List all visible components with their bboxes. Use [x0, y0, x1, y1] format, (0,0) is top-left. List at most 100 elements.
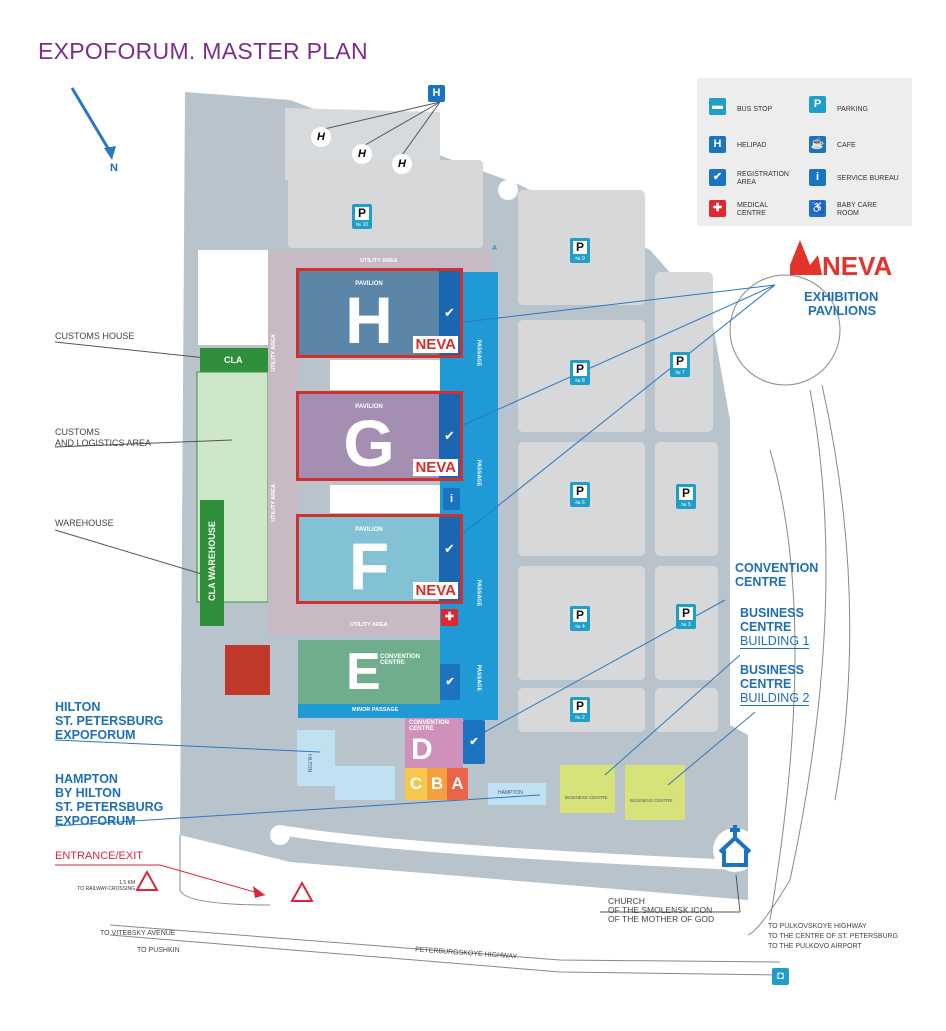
pavilion-letter: H	[345, 283, 393, 357]
neva-badge: NEVA	[413, 336, 458, 353]
check-icon: ✔	[444, 541, 455, 556]
business-centre-1-label: BUSINESS CENTRE	[565, 795, 608, 800]
north-arrow-icon	[70, 87, 114, 156]
passage-marker: A	[492, 460, 498, 467]
passage-label-3: PASSAGE	[475, 579, 482, 607]
registration-icon: ✔	[709, 169, 726, 186]
registration-area: ✔	[439, 394, 460, 478]
service-bureau-icon: i	[809, 169, 826, 186]
passage-label-1: PASSAGE	[475, 339, 482, 367]
bus-stop-icon: ▬	[709, 98, 726, 115]
helipad-pad-1: H	[311, 127, 331, 147]
helipad-pad-2: H	[352, 144, 372, 164]
business-centre-1	[560, 765, 615, 813]
business-centre-2	[625, 765, 685, 820]
neva-logo: NEVA	[822, 251, 893, 281]
registration-area: ✔	[439, 271, 460, 355]
parking-icon: P	[809, 96, 826, 113]
cafe-icon: ☕	[809, 136, 826, 153]
hilton-label: HILTON	[305, 754, 312, 772]
registration-check-icon: ✔	[440, 664, 460, 700]
left-plot	[198, 250, 268, 345]
hall-c[interactable]: C	[405, 768, 427, 800]
neva-badge: NEVA	[413, 582, 458, 599]
medical-icon: ✚	[709, 200, 726, 217]
hilton-building	[297, 730, 335, 786]
medical-centre-icon: ✚	[441, 609, 458, 626]
exhibition-label: EXHIBITION	[804, 289, 879, 304]
customs-house-label: CUSTOMS HOUSE	[55, 331, 135, 341]
road-vitebsky-label: TO VITEBSKY AVENUE	[100, 930, 176, 937]
pavilion-h[interactable]: ✔ PAVILION H NEVA	[296, 268, 463, 358]
entrance-exit-label: ENTRANCE/EXIT	[55, 850, 144, 862]
hampton-label: HAMPTON	[498, 790, 523, 796]
passage-label-4: PASSAGE	[475, 664, 482, 692]
red-building	[225, 645, 270, 695]
neva-badge: NEVA	[413, 459, 458, 476]
helipad-icon: H	[428, 85, 445, 102]
tunnel-icon: ◘	[772, 968, 789, 985]
pavilions-label: PAVILIONS	[808, 303, 877, 318]
roundabout	[729, 274, 841, 386]
cla-warehouse-label: CLA WAREHOUSE	[207, 521, 217, 601]
church-icon	[718, 825, 752, 867]
business-centre-2-label: BUSINESS CENTRE	[630, 798, 673, 803]
hall-b[interactable]: B	[427, 768, 447, 800]
helipad-icon: H	[709, 136, 726, 153]
passage-marker: A	[492, 580, 498, 587]
hall-a[interactable]: A	[447, 768, 468, 800]
helipad-pad-3: H	[392, 154, 412, 174]
convention-centre-d[interactable]: CONVENTION CENTRE D	[405, 718, 463, 768]
legend: ▬ BUS STOP P PARKING H HELIPAD ☕ CAFE ✔ …	[697, 78, 912, 226]
service-bureau-icon: i	[443, 488, 460, 510]
hampton-building	[488, 783, 546, 805]
utility-area-left-label-1: UTILITY AREA	[270, 334, 277, 372]
passage-marker: A	[492, 245, 498, 252]
registration-check-icon-d: ✔	[463, 720, 485, 764]
parking-area-1	[655, 688, 718, 732]
warehouse-label: WAREHOUSE	[55, 518, 114, 528]
convention-centre-e[interactable]: E CONVENTION CENTRE	[298, 640, 440, 704]
passage-label-2: PASSAGE	[475, 459, 482, 487]
pavilion-f[interactable]: ✔ PAVILION F NEVA	[296, 514, 463, 604]
traffic-light-sign-icon	[290, 880, 314, 902]
utility-area-bottom-label: UTILITY AREA	[350, 622, 388, 628]
pavilion-letter: G	[343, 406, 395, 480]
parking-area-10	[288, 160, 483, 248]
page-title: EXPOFORUM. MASTER PLAN	[38, 38, 368, 64]
railway-crossing-sign-icon	[135, 869, 159, 891]
check-icon: ✔	[444, 428, 455, 443]
registration-area: ✔	[439, 517, 460, 601]
baby-care-icon: ♿	[809, 200, 826, 217]
neva-logo-icon	[790, 240, 822, 275]
cla-warehouse-building: CLA WAREHOUSE	[200, 500, 224, 626]
compass-north-label: N	[110, 162, 118, 174]
cla-building: CLA	[200, 348, 268, 372]
pavilion-letter: F	[348, 529, 390, 603]
passage-marker: A	[492, 340, 498, 347]
minor-passage-label: MINOR PASSAGE	[352, 707, 399, 713]
pavilion-g[interactable]: ✔ PAVILION G NEVA	[296, 391, 463, 481]
utility-area-left-label-2: UTILITY AREA	[270, 484, 277, 522]
road-pushkin-label: TO PUSHKIN	[137, 947, 180, 954]
check-icon: ✔	[444, 305, 455, 320]
